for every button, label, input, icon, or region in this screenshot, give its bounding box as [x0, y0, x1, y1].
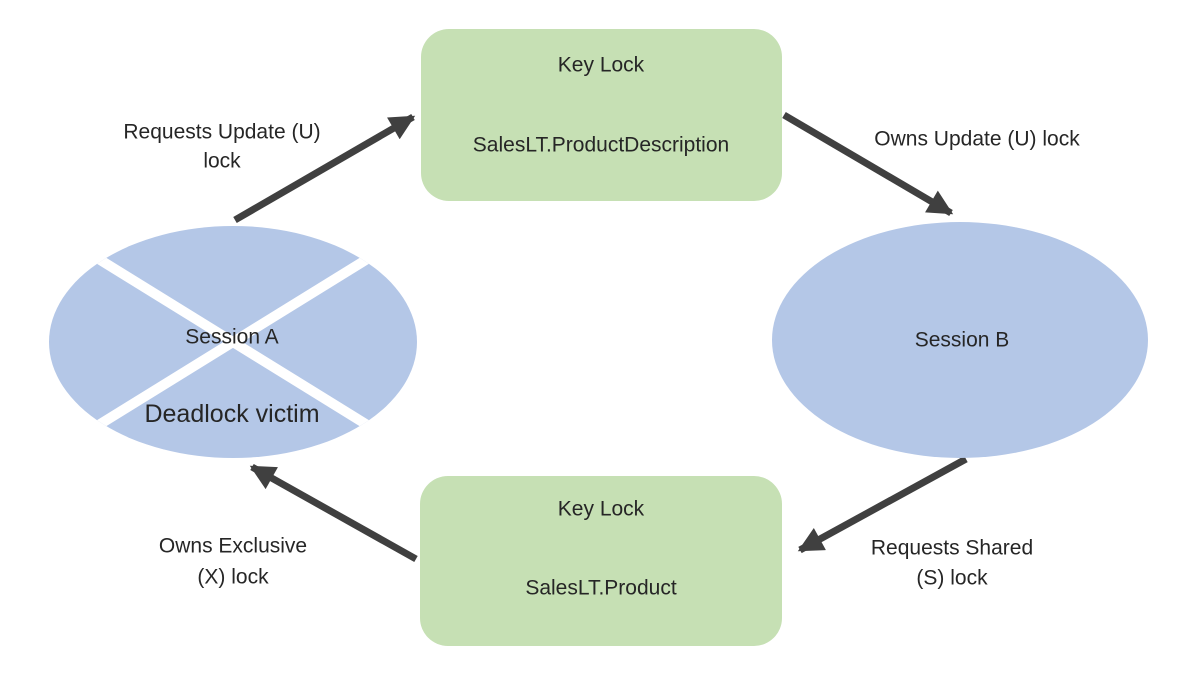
edge-label-requests-update-line1: Requests Update (U) [123, 121, 320, 144]
edge-owns-update: Owns Update (U) lock [782, 111, 1080, 217]
arrow-owns-exclusive [249, 463, 418, 563]
lock-node-product: Key Lock SalesLT.Product [420, 476, 782, 646]
edge-requests-shared: Requests Shared (S) lock [797, 455, 1033, 590]
edge-label-owns-exclusive-line2: (X) lock [197, 566, 269, 589]
session-b-node: Session B [772, 222, 1148, 458]
lock-node-product-shape [420, 476, 782, 646]
arrow-requests-shared [797, 455, 968, 554]
arrow-requests-update [233, 113, 416, 224]
arrow-owns-update [782, 111, 954, 217]
edge-label-owns-update: Owns Update (U) lock [874, 128, 1080, 151]
session-b-ellipse [772, 222, 1148, 458]
session-a-node: Session A Deadlock victim [49, 226, 417, 458]
session-b-label: Session B [915, 329, 1010, 352]
lock-node-bottom-type-label: Key Lock [558, 498, 645, 521]
edge-label-requests-shared-line1: Requests Shared [871, 537, 1033, 560]
lock-node-top-type-label: Key Lock [558, 54, 645, 77]
lock-node-product-description-shape [421, 29, 782, 201]
lock-node-product-description: Key Lock SalesLT.ProductDescription [421, 29, 782, 201]
edge-label-requests-update-line2: lock [203, 150, 241, 173]
edge-requests-update: Requests Update (U) lock [123, 113, 416, 224]
lock-node-top-resource-label: SalesLT.ProductDescription [473, 134, 729, 157]
session-a-label: Session A [185, 326, 278, 349]
deadlock-cross-icon [52, 227, 414, 457]
edge-label-owns-exclusive-line1: Owns Exclusive [159, 535, 307, 558]
lock-node-bottom-resource-label: SalesLT.Product [525, 577, 677, 600]
edge-owns-exclusive: Owns Exclusive (X) lock [159, 463, 418, 589]
session-a-status-label: Deadlock victim [144, 400, 319, 428]
edge-label-requests-shared-line2: (S) lock [916, 567, 988, 590]
